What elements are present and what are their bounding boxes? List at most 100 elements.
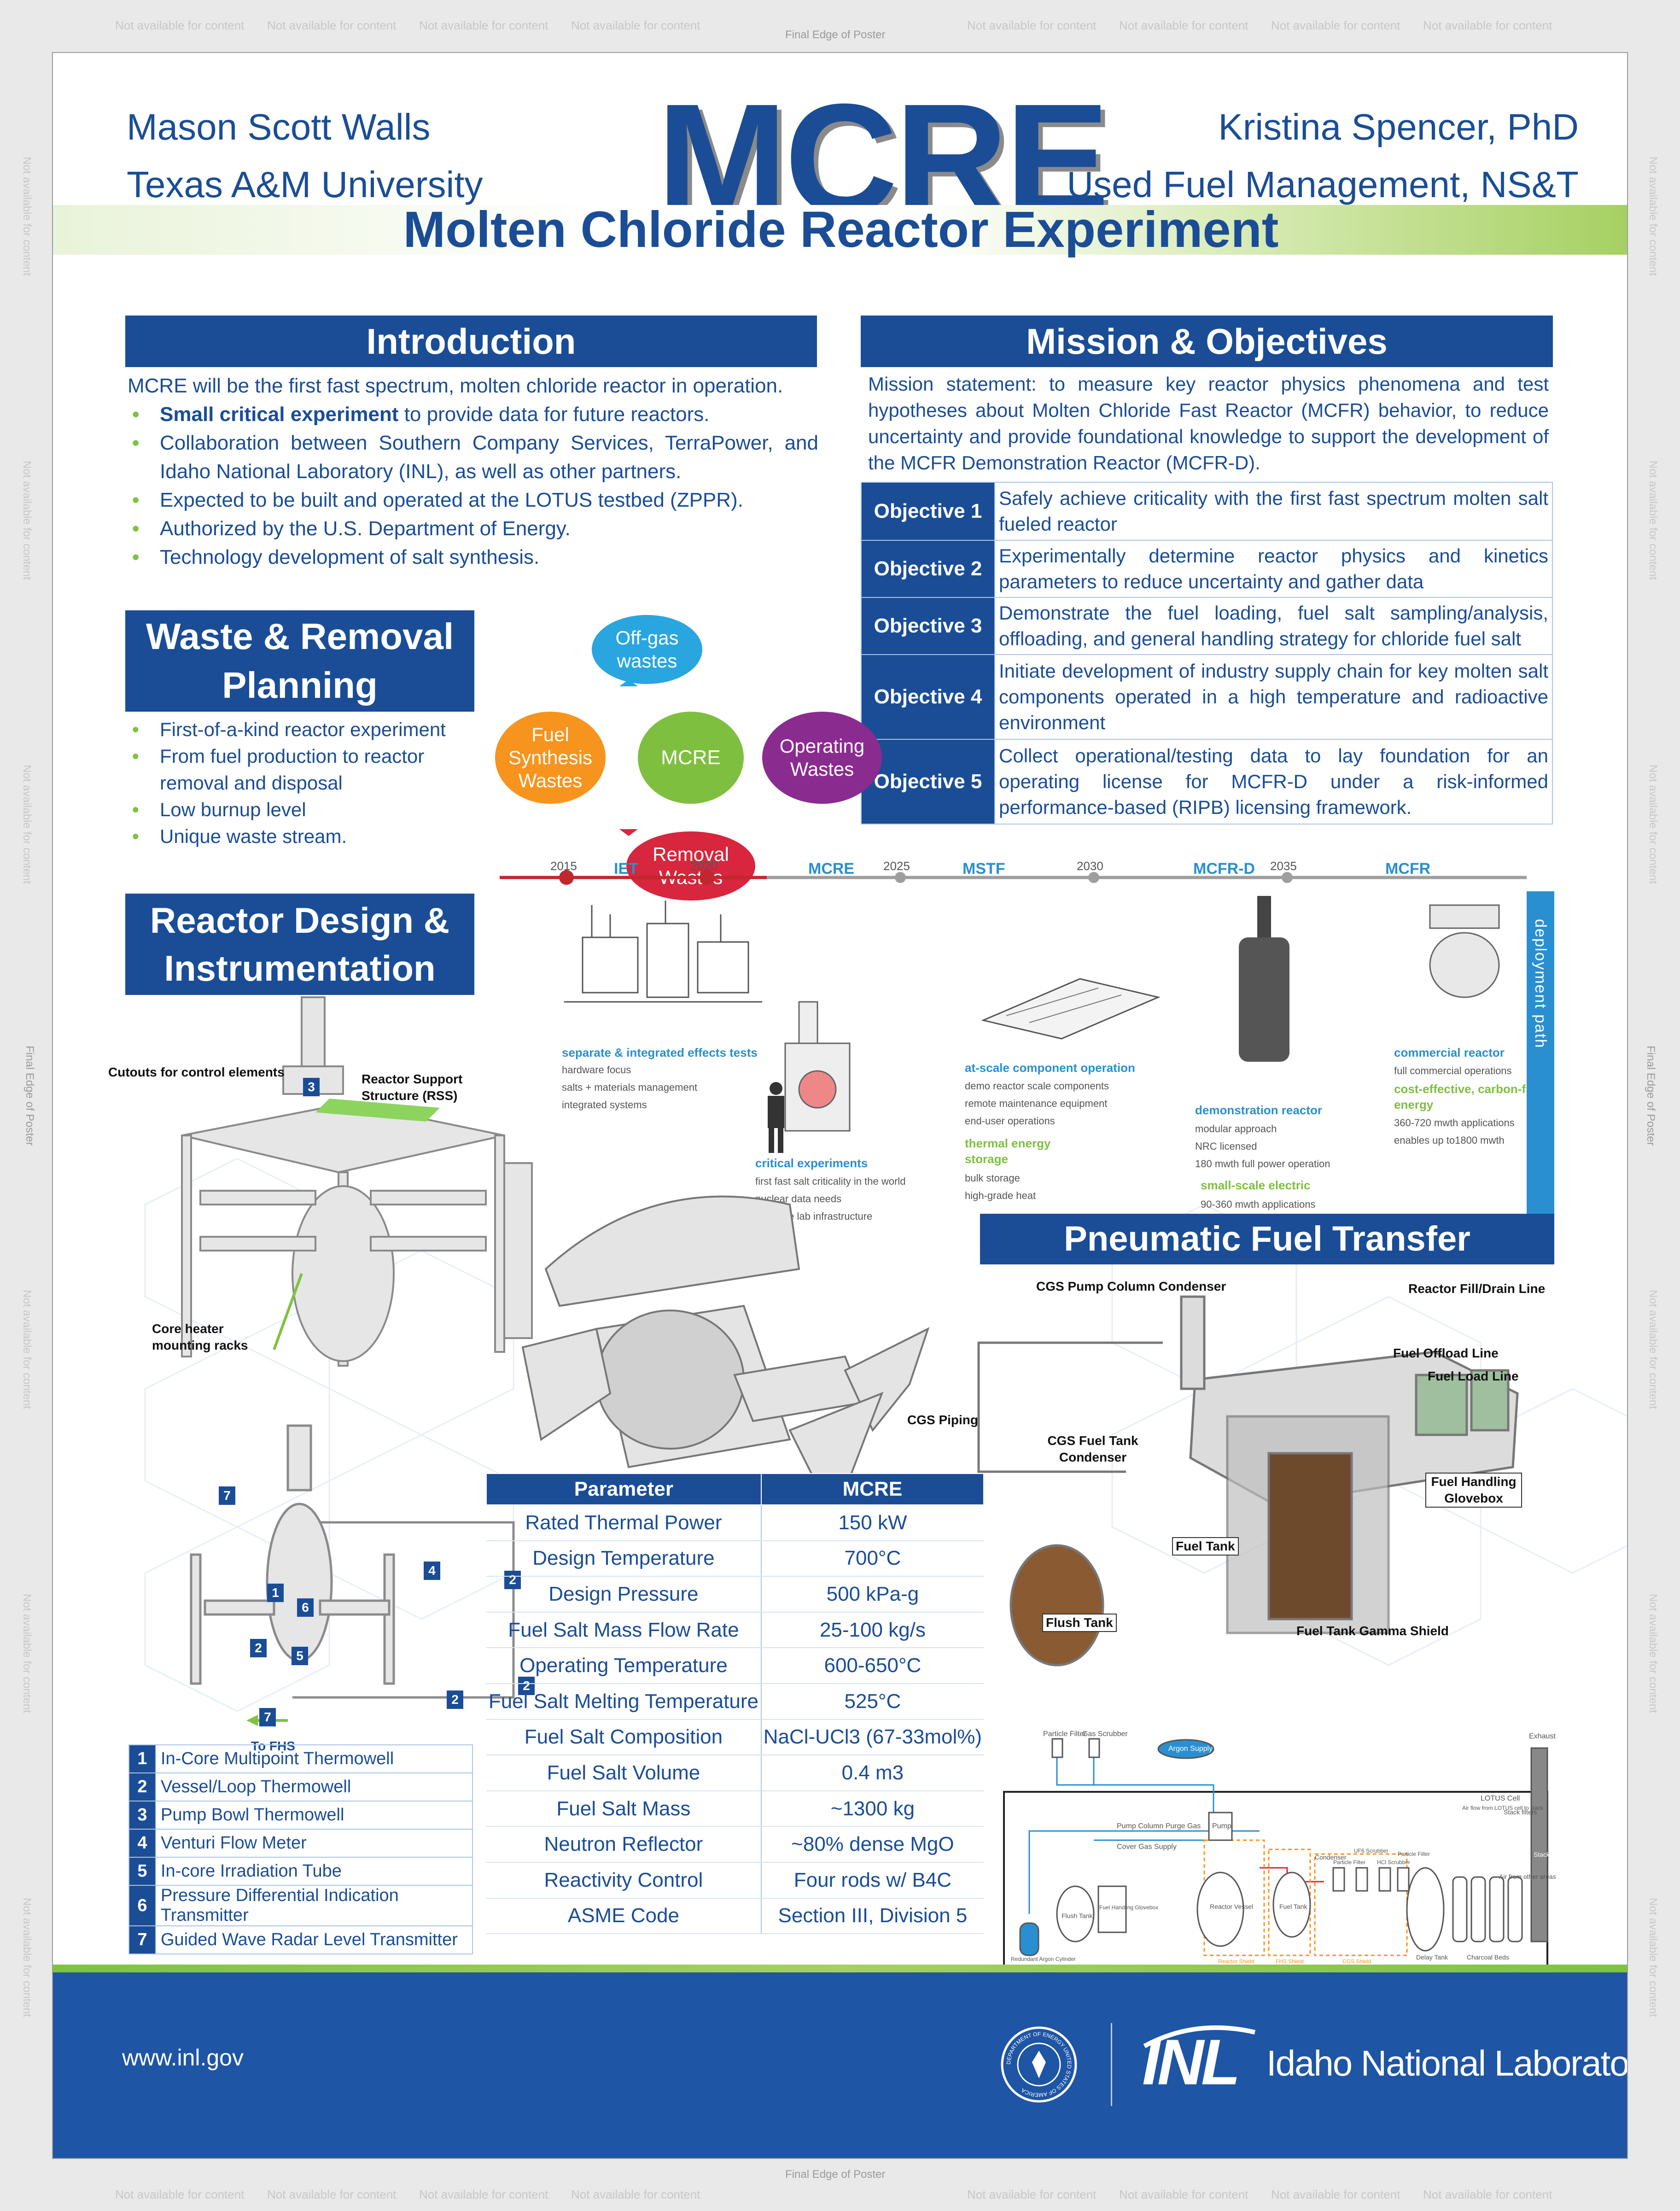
- title-band: [53, 205, 1627, 255]
- website-link[interactable]: www.inl.gov: [122, 2045, 244, 2071]
- footer-band: www.inl.gov DEPARTMENT OF ENERGY UNITED …: [53, 1972, 1627, 2158]
- waste-bullets: First-of-a-kind reactor experiment From …: [128, 716, 496, 850]
- schematic-label: Charcoal Beds: [1467, 1954, 1509, 1961]
- not-available-label: Not available for content: [967, 18, 1097, 32]
- schematic-label: FHS Shield: [1276, 1958, 1304, 1965]
- timeline-line: [500, 870, 1527, 885]
- demonstration-reactor-illustration: [1239, 896, 1289, 1062]
- deployment-path-label: deployment path: [1532, 919, 1549, 1049]
- label-text: CGS Pump Column Condenser: [1036, 1279, 1226, 1293]
- not-available-label: Not available for content: [1119, 2188, 1248, 2201]
- parameter-name: Design Pressure: [486, 1576, 762, 1613]
- schematic-label: Condenser: [1315, 1854, 1347, 1861]
- not-available-label: Not available for content: [1647, 1898, 1659, 2017]
- timeline-era: MCFR: [1385, 860, 1431, 877]
- reactor-design-heading: Reactor Design & Instrumentation: [125, 894, 474, 995]
- mission-heading: Mission & Objectives: [861, 316, 1553, 367]
- not-available-label: Not available for content: [1119, 18, 1248, 32]
- schematic-label: Delay Tank: [1416, 1954, 1448, 1961]
- demo-green-heading: small-scale electric: [1201, 1178, 1311, 1192]
- demo-detail: modular approach: [1195, 1123, 1277, 1135]
- legend-label: In-Core Multipoint Thermowell: [155, 1744, 473, 1773]
- introduction-bullet: Authorized by the U.S. Department of Ene…: [128, 515, 818, 543]
- person-scale-icon: [768, 1082, 784, 1153]
- mstf-detail: high-grade heat: [965, 1190, 1036, 1201]
- legend-label: Pump Bowl Thermowell: [155, 1801, 473, 1830]
- process-schematic: Particle Filter Gas Scrubber Argon Suppl…: [1002, 1730, 1556, 1969]
- schematic-label: Flush Tank: [1062, 1912, 1093, 1919]
- parameter-name: Neutron Reflector: [486, 1826, 762, 1863]
- not-available-label: Not available for content: [21, 461, 33, 580]
- parameter-value: NaCl-UCl3 (67-33mol%): [761, 1719, 984, 1756]
- schematic-label: Stack filters: [1504, 1808, 1537, 1816]
- waste-bullet: Unique waste stream.: [128, 823, 496, 850]
- legend-label: Venturi Flow Meter: [155, 1829, 473, 1858]
- not-available-label: Not available for content: [1423, 18, 1552, 32]
- mcre-column-header: MCRE: [760, 1473, 985, 1505]
- introduction-body: MCRE will be the first fast spectrum, mo…: [128, 372, 818, 572]
- parameter-value: ~80% dense MgO: [761, 1826, 984, 1863]
- schematic-label: Fuel Tank: [1279, 1903, 1307, 1910]
- schematic-label: LOTUS Cell: [1481, 1795, 1520, 1802]
- schematic-lines: [1003, 1738, 1548, 1968]
- objective-text: Safely achieve criticality with the firs…: [994, 482, 1553, 541]
- iet-detail: salts + materials management: [562, 1082, 698, 1093]
- footer-accent-stripe: [53, 1965, 1627, 1975]
- cgs-fuel-tank-condenser-label: CGS Fuel Tank Condenser: [1047, 1433, 1138, 1464]
- bleed-top: Not available for content Not available …: [0, 0, 1680, 52]
- final-edge-label: Final Edge of Poster: [1645, 1046, 1657, 1146]
- instrument-badge: 1: [267, 1584, 284, 1602]
- parameter-name: Operating Temperature: [486, 1648, 762, 1684]
- author-name: Mason Scott Walls: [127, 106, 431, 147]
- commercial-detail: enables up to1800 mwth: [1394, 1135, 1505, 1146]
- legend-number: 5: [128, 1857, 156, 1886]
- coauthor-affiliation: Used Fuel Management, NS&T: [1067, 164, 1579, 205]
- timeline-year: 2020: [691, 859, 718, 873]
- parameter-row: Neutron Reflector~80% dense MgO: [486, 1826, 984, 1863]
- bullet-text: to provide data for future reactors.: [398, 403, 710, 426]
- not-available-label: Not available for content: [21, 1898, 33, 2017]
- schematic-label: Air flow from LOTUS cell to stack: [1462, 1805, 1544, 1811]
- footer-divider: [1111, 2023, 1112, 2106]
- schematic-label: Stack: [1534, 1851, 1550, 1858]
- author-affiliation: Texas A&M University: [127, 164, 483, 205]
- commercial-heading: commercial reactor: [1394, 1046, 1505, 1059]
- instrument-badge: 5: [292, 1647, 308, 1665]
- legend-number: 2: [128, 1772, 156, 1802]
- poster-title: Molten Chloride Reactor Experiment: [403, 201, 1279, 258]
- mstf-detail: remote maintenance equipment: [965, 1098, 1108, 1109]
- instrument-badge: 2: [250, 1639, 267, 1657]
- parameter-value: 25-100 kg/s: [761, 1612, 984, 1649]
- instrumentation-diagram: [190, 1424, 515, 1726]
- removal-wastes-node: Removal Wastes: [626, 831, 755, 901]
- doe-seal-icon: DEPARTMENT OF ENERGY UNITED STATES OF AM…: [1001, 2026, 1077, 2103]
- rss-callout: Reactor Support Structure (RSS): [362, 1072, 463, 1103]
- objective-text: Collect operational/testing data to lay …: [994, 739, 1553, 825]
- objective-text: Demonstrate the fuel loading, fuel salt …: [994, 597, 1553, 655]
- timeline-era: MCRE: [808, 860, 855, 877]
- parameter-value: 0.4 m3: [761, 1755, 984, 1791]
- not-available-label: Not available for content: [21, 1290, 33, 1409]
- parameter-value: Section III, Division 5: [761, 1898, 984, 1935]
- parameter-value: 700°C: [761, 1540, 984, 1577]
- final-edge-label: Final Edge of Poster: [785, 29, 886, 41]
- parameter-value: 600-650°C: [761, 1648, 984, 1684]
- not-available-label: Not available for content: [1647, 1594, 1659, 1713]
- introduction-bullet: Small critical experiment to provide dat…: [128, 400, 818, 429]
- cgs-pump-condenser-label: CGS Pump Column Condenser: [1036, 1278, 1226, 1295]
- bullet-bold-text: Small critical experiment: [160, 403, 399, 426]
- instrument-badge: 2: [447, 1690, 463, 1709]
- operating-wastes-node: Operating Wastes: [762, 712, 882, 804]
- mstf-detail: end-user operations: [965, 1115, 1055, 1127]
- instrument-badge: 3: [303, 1078, 320, 1096]
- gamma-shield-label: Fuel Tank Gamma Shield: [1296, 1624, 1449, 1638]
- instrument-badge: 7: [259, 1708, 276, 1726]
- schematic-label: Pump Column Purge Gas: [1117, 1822, 1201, 1830]
- inl-swoosh-icon: [1143, 2025, 1256, 2048]
